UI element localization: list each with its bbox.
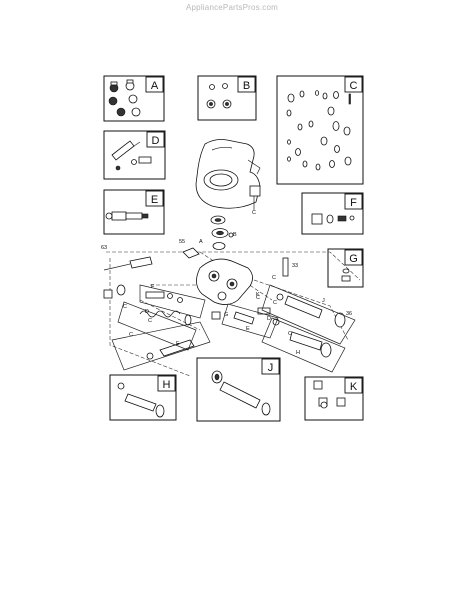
callout-b: B (233, 232, 237, 238)
watermark: AppliancePartsPros.com (186, 3, 278, 12)
callout-c-4: C (148, 318, 152, 324)
callout-63: 63 (101, 245, 107, 251)
kit-h-box: H (109, 374, 177, 421)
plunger-icon (211, 370, 271, 416)
callout-d-2: D (267, 316, 271, 322)
piston-icon (117, 382, 165, 418)
callout-c-3: C (123, 304, 127, 310)
kit-g-label: G (349, 253, 358, 265)
fitting-icon (105, 211, 149, 221)
kit-j-box: J (196, 357, 281, 422)
kit-e-box: E (103, 189, 165, 235)
pump-manifold (195, 139, 261, 210)
kit-f-box: F (301, 192, 364, 235)
kit-b-label: B (243, 80, 250, 92)
o-ring-icon (286, 90, 352, 171)
kit-d-box: D (103, 130, 166, 180)
callout-e-1: E (176, 341, 180, 347)
kit-e-label: E (151, 194, 158, 206)
subkit-h-frame (261, 317, 346, 373)
kit-h-label: H (163, 379, 171, 391)
callout-c-8: C (288, 331, 292, 337)
callout-c-6: C (256, 295, 260, 301)
valve-icon (111, 140, 152, 171)
callout-c-5: C (129, 332, 133, 338)
callout-f: F (151, 284, 155, 290)
callout-d-1: D (145, 309, 149, 315)
callout-a: A (199, 239, 203, 245)
subkit-e-right-frame (221, 303, 279, 339)
seal-stack (210, 215, 234, 250)
callout-c-1: C (252, 210, 256, 216)
kit-c-box: C (276, 75, 364, 185)
kit-c-label: C (350, 80, 358, 92)
subkit-f-frame (139, 284, 206, 319)
kit-b-box: B (197, 75, 257, 121)
subkit-e-frame (111, 321, 211, 371)
subkit-j-frame (261, 284, 356, 345)
kit-a-box: A (103, 75, 165, 122)
kit-f-label: F (350, 197, 357, 209)
kit-j-label: J (268, 362, 274, 374)
callout-36: 36 (346, 311, 352, 317)
callout-g: G (224, 312, 228, 318)
nut-icon (108, 79, 141, 117)
kit-a-label: A (151, 80, 159, 92)
callout-j: J (322, 298, 325, 304)
callouts: 63 55 33 36 A B C C C C C C C C D D E E … (101, 210, 352, 356)
kit-k-box: K (304, 376, 364, 421)
callout-h: H (296, 350, 300, 356)
callout-33: 33 (292, 263, 298, 269)
callout-k: K (256, 292, 260, 298)
subkit-d-frame (117, 301, 197, 351)
cap-icon (313, 380, 346, 409)
callout-c-7: C (273, 300, 277, 306)
kit-d-label: D (152, 135, 160, 147)
callout-e-2: E (246, 326, 250, 332)
plug-icon (311, 213, 355, 225)
kit-g-box: G (327, 248, 364, 288)
washer-icon (341, 268, 351, 282)
exploded-assembly (103, 247, 361, 377)
seal-icon (206, 83, 232, 109)
callout-c-2: C (272, 275, 276, 281)
kit-k-label: K (350, 381, 358, 393)
callout-55: 55 (179, 239, 185, 245)
